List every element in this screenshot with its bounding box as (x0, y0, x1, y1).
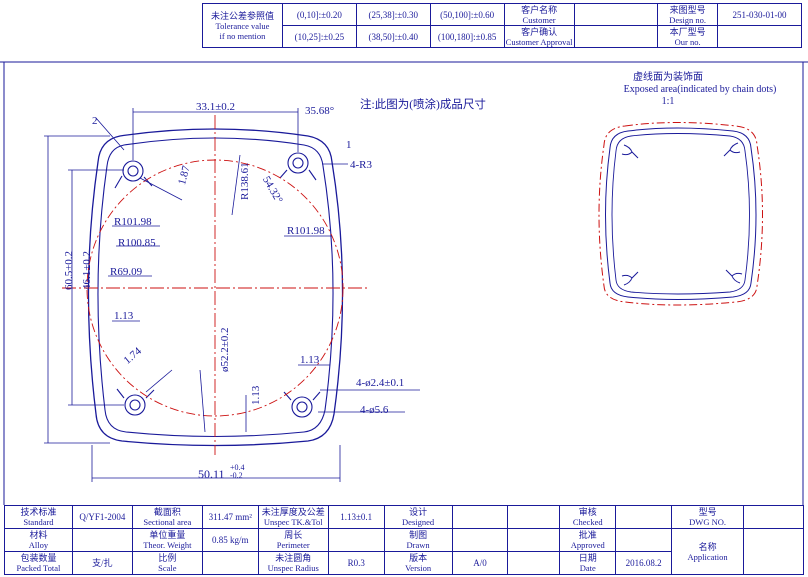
standard-value: Q/YF1-2004 (71, 505, 133, 529)
pitch-circle (86, 159, 344, 417)
drawing-note: 注:此图为(喷涂)成品尺寸 (360, 97, 486, 111)
dim-r10085: R100.85 (118, 237, 156, 249)
side-view-exposed-outline (598, 122, 763, 306)
date-value-blank (507, 551, 561, 575)
dim-angle: 35.68° (305, 105, 334, 117)
side-view-outer (605, 127, 757, 300)
version-value: A/0 (451, 551, 509, 575)
application-value (743, 528, 804, 575)
dim-r13861: R138.61 (239, 162, 251, 200)
approved-value (615, 528, 673, 552)
alloy-value (71, 528, 133, 552)
dim-187: 1.87 (176, 164, 193, 186)
scale-value (201, 551, 259, 575)
dim-top-width: 33.1±0.2 (196, 101, 235, 113)
tolerance-header: 未注公差参照值 Tolerance value if no mention (202, 3, 283, 48)
screw-boss-br (283, 391, 321, 418)
dim-174: 1.74 (121, 345, 144, 367)
section-value: 311.47 mm² (201, 505, 259, 529)
drawn-value (451, 528, 509, 552)
tolerance-table: 未注公差参照值 Tolerance value if no mention (0… (202, 3, 802, 48)
date-value: 2016.08.2 (615, 551, 673, 575)
dim-r6909: R69.09 (110, 266, 143, 278)
dim-phi24: 4-ø2.4±0.1 (356, 377, 404, 389)
profile-inner (97, 137, 334, 438)
radius-value: R0.3 (327, 551, 385, 575)
tol-cell: (100,180]:±0.85 (429, 25, 505, 48)
side-view-title-cn: 虚线面为装饰面 (633, 70, 703, 83)
side-view-bosses (621, 142, 743, 286)
dim-bottom-tol-plus: +0.4 (230, 463, 245, 472)
packed-value: 支/扎 (71, 551, 133, 575)
checked-value (615, 505, 673, 529)
screw-boss-tr (279, 152, 317, 181)
dim-bottom-width: 50.11 (198, 467, 225, 481)
dim-5432: 54.32° (260, 174, 285, 205)
checked-value-blank (507, 505, 561, 529)
side-view-scale: 1:1 (662, 96, 675, 107)
screw-boss-tl (114, 160, 153, 189)
dim-113-bottom: 1.13 (250, 385, 262, 405)
dim-113-left: 1.13 (114, 310, 134, 322)
side-view-inner (611, 133, 750, 295)
side-view-title-en: Exposed area(indicated by chain dots) (624, 84, 777, 95)
side-view: 虚线面为装饰面 Exposed area(indicated by chain … (598, 70, 777, 306)
dim-phi56: 4-ø5.6 (360, 404, 389, 416)
designed-value (451, 505, 509, 529)
dwg-value (743, 505, 804, 529)
dim-r10198-right: R101.98 (287, 225, 325, 237)
dim-r10198-left: R101.98 (114, 216, 152, 228)
dim-605: 60.5±0.2 (63, 251, 75, 290)
dim-1: 1 (346, 139, 352, 151)
tol-cell: (38,50]:±0.40 (355, 25, 431, 48)
dim-corner: 2 (92, 115, 98, 127)
perimeter-value (327, 528, 385, 552)
dimension-lines (44, 108, 420, 482)
approved-value-blank (507, 528, 561, 552)
our-no-value (717, 25, 802, 48)
weight-value: 0.85 kg/m (201, 528, 259, 552)
dim-113-right: 1.13 (300, 354, 320, 366)
profile-outer (87, 128, 344, 447)
dim-phi522: ø52.2±0.2 (219, 327, 231, 372)
dim-461: 46.1±0.2 (81, 251, 93, 290)
dim-bottom-tol-minus: -0.2 (230, 471, 243, 480)
dim-4r3: 4-R3 (350, 159, 373, 171)
screw-boss-bl (116, 388, 155, 416)
unspec-tk-value: 1.13±0.1 (327, 505, 385, 529)
